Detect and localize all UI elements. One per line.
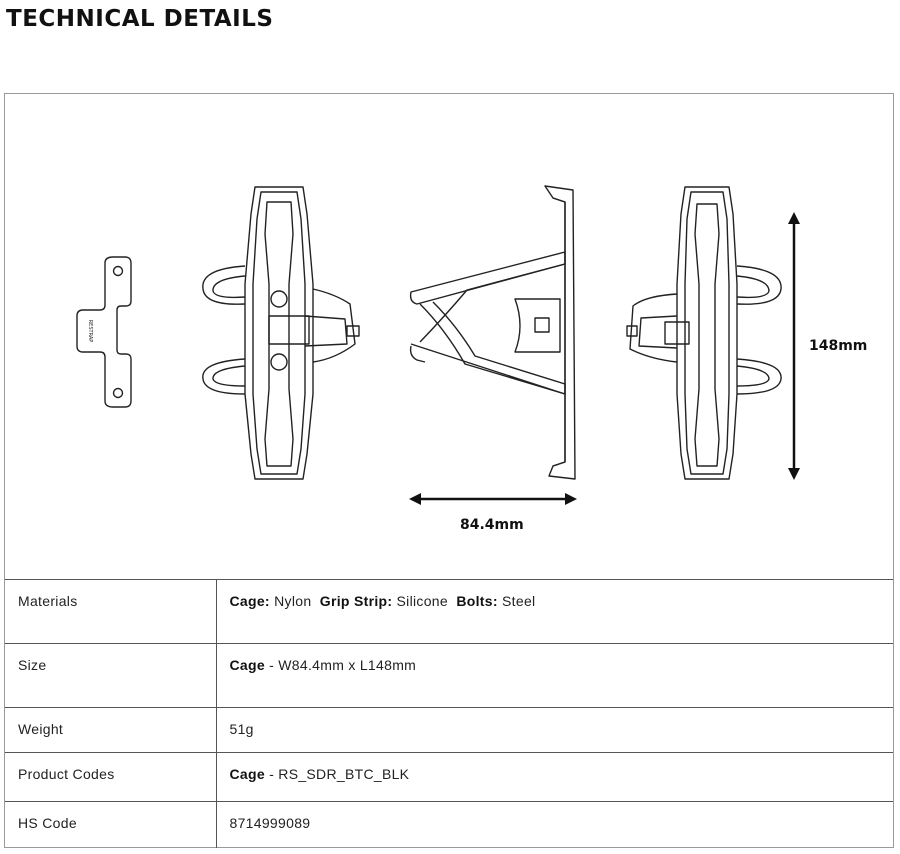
spec-value: 8714999089 [216,801,893,848]
technical-drawing: RESTRAP [76,185,800,505]
height-dimension-label: 148mm [809,338,868,354]
svg-text:RESTRAP: RESTRAP [87,320,93,343]
spec-label: HS Code [5,801,217,848]
table-row: HS Code 8714999089 [5,801,893,848]
spec-label: Size [5,643,217,708]
spec-value: Cage: Nylon Grip Strip: Silicone Bolts: … [216,579,893,644]
spec-value: Cage - RS_SDR_BTC_BLK [216,752,893,802]
cage-side-view [409,185,576,480]
table-row: Product Codes Cage - RS_SDR_BTC_BLK [5,752,893,802]
cage-back-view [626,186,782,480]
cage-front-view [202,186,360,480]
mounting-plate-drawing: RESTRAP [76,256,132,408]
spec-label: Product Codes [5,752,217,802]
spec-label: Materials [5,579,217,644]
specs-table: Materials Cage: Nylon Grip Strip: Silico… [5,579,893,848]
spec-label: Weight [5,707,217,753]
spec-value: 51g [216,707,893,753]
page-title: TECHNICAL DETAILS [6,6,274,32]
table-row: Materials Cage: Nylon Grip Strip: Silico… [5,579,893,644]
technical-details-panel: RESTRAP [4,93,894,848]
width-dimension-label: 84.4mm [460,517,524,533]
table-row: Weight 51g [5,707,893,753]
table-row: Size Cage - W84.4mm x L148mm [5,643,893,708]
spec-value: Cage - W84.4mm x L148mm [216,643,893,708]
